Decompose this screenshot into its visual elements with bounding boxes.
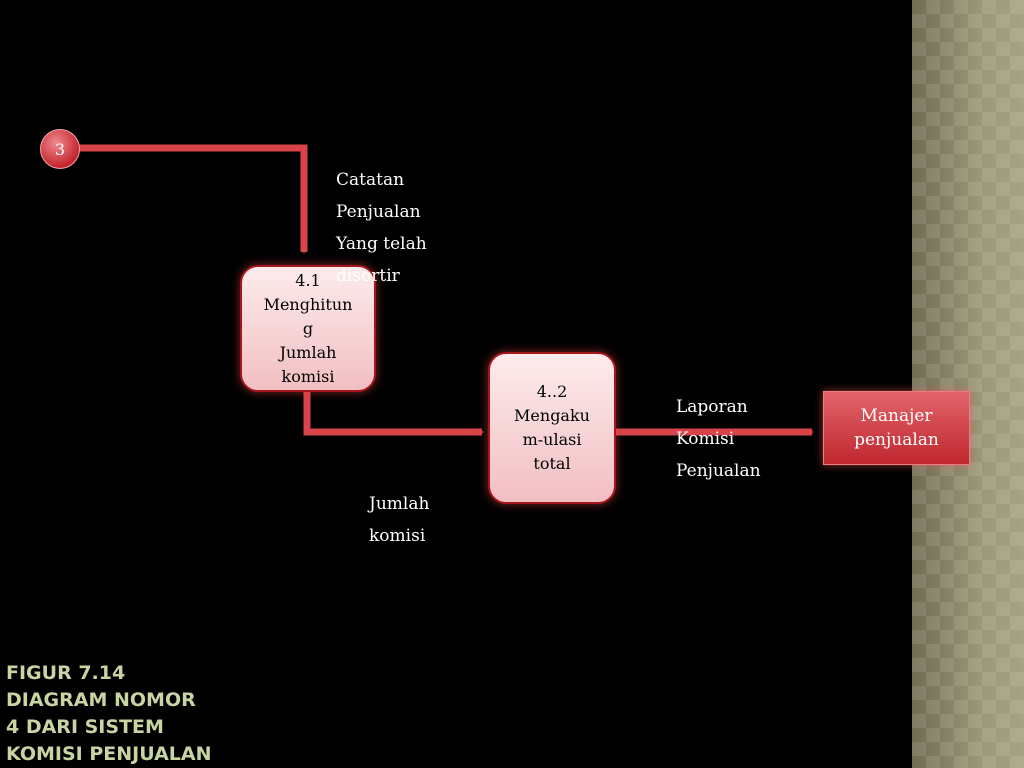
process-4-2-line: 4..2 [536,382,568,401]
process-4-2-line: total [533,454,571,473]
flow-label-line: Catatan [336,170,405,190]
flow-arrows [79,144,814,436]
process-4-1-line: g [302,318,314,338]
process-4-2-line: Mengaku [514,406,590,425]
process-4-2: 4..2 Mengaku m-ulasi total [488,352,616,504]
flow-label-line: Laporan [676,397,748,417]
external-entity-manajer-penjualan: Manajer penjualan [823,391,970,465]
flow-arrow-process-1-to-process-2 [303,392,484,436]
side-decorative-panel [912,0,1024,768]
process-4-1-line: 4.1 [295,270,321,290]
caption-line: DIAGRAM NOMOR [6,689,196,711]
flow-label-line: disortir [336,266,400,286]
entity-line: Manajer [860,406,933,426]
process-4-1-line: Jumlah [279,342,337,362]
flow-arrow-connector-to-process-1 [79,144,308,254]
caption-line: FIGUR 7.14 [6,662,126,684]
flow-label-jumlah-komisi: Jumlah komisi [369,488,429,552]
slide-caption: FIGUR 7.14 DIAGRAM NOMOR 4 DARI SISTEM K… [6,660,212,768]
process-4-1-line: Menghitun [263,294,353,314]
flow-label-line: Jumlah [369,494,430,514]
off-page-connector-3: 3 [40,129,80,169]
flow-label-catatan-penjualan: Catatan Penjualan Yang telah disortir [336,164,427,292]
flow-label-line: komisi [369,526,426,546]
process-4-2-line: m-ulasi [522,430,582,449]
flow-label-line: Yang telah [336,234,427,254]
flow-label-laporan-komisi: Laporan Komisi Penjualan [676,391,761,487]
process-4-1: 4.1 Menghitun g Jumlah komisi [240,265,376,392]
flow-label-line: Penjualan [676,461,761,481]
process-4-1-line: komisi [281,366,335,386]
caption-line: KOMISI PENJUALAN [6,743,212,765]
entity-line: penjualan [854,430,939,450]
flow-label-line: Penjualan [336,202,421,222]
caption-line: 4 DARI SISTEM [6,716,164,738]
flow-label-line: Komisi [676,429,735,449]
